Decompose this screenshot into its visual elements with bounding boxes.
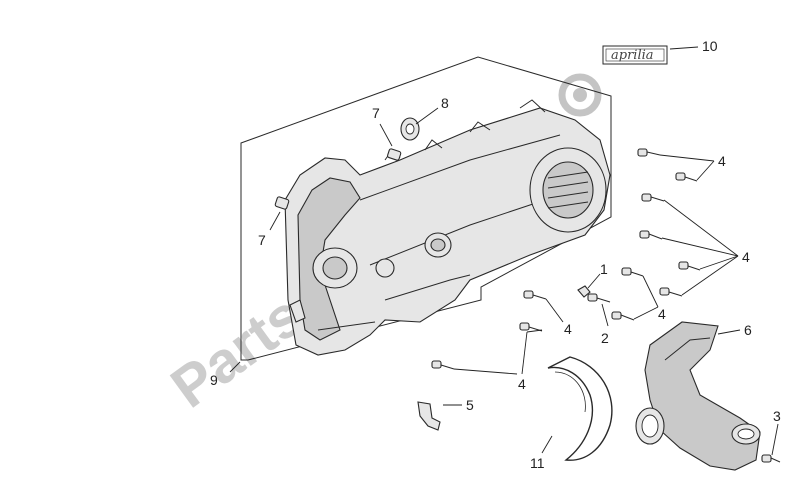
duct-screw [761,454,781,463]
screw [431,360,455,370]
callout-7-upper: 7 [372,105,380,121]
callout-labels: 8 7 7 10 4 4 1 4 4 2 6 9 4 5 3 11 [210,38,781,471]
dowel-pin-upper [387,148,402,161]
screw-set-right [611,148,701,321]
callout-5: 5 [466,397,474,413]
dowel-pin-left [274,196,290,210]
callout-11: 11 [530,455,545,471]
aprilia-logo-text: aprilia [611,48,654,63]
callout-4-top-right: 4 [718,153,726,169]
screw [519,322,543,332]
screw [639,230,663,240]
screw [611,311,635,321]
screw [523,290,547,300]
callout-4-mid-right: 4 [742,249,750,265]
assembly-frame [240,56,612,361]
washer-clip [577,285,591,298]
callout-7-left: 7 [258,232,266,248]
callout-6: 6 [744,322,752,338]
callout-4-lower-left: 4 [518,376,526,392]
screw [621,267,644,277]
screw [637,148,661,157]
screw [641,193,665,202]
callout-1: 1 [600,261,608,277]
screw [659,287,683,297]
watermark-gear-icon [558,73,602,117]
callout-9: 9 [210,372,218,388]
aprilia-decal: aprilia [602,45,668,65]
screw-set-lower [431,290,547,370]
oil-seal [400,117,420,141]
fixing-screw [587,293,611,303]
cover-gasket [547,356,613,461]
callout-3: 3 [773,408,781,424]
bracket-clip [417,401,441,431]
callout-2: 2 [601,330,609,346]
callout-10: 10 [702,38,718,54]
screw [675,172,698,182]
callout-4-center: 4 [658,306,666,322]
callout-8: 8 [441,95,449,111]
callout-4-lower-center: 4 [564,321,572,337]
leader-lines [229,46,779,456]
air-duct [635,321,761,471]
crankcase-cover [284,99,611,356]
screw [678,261,701,271]
